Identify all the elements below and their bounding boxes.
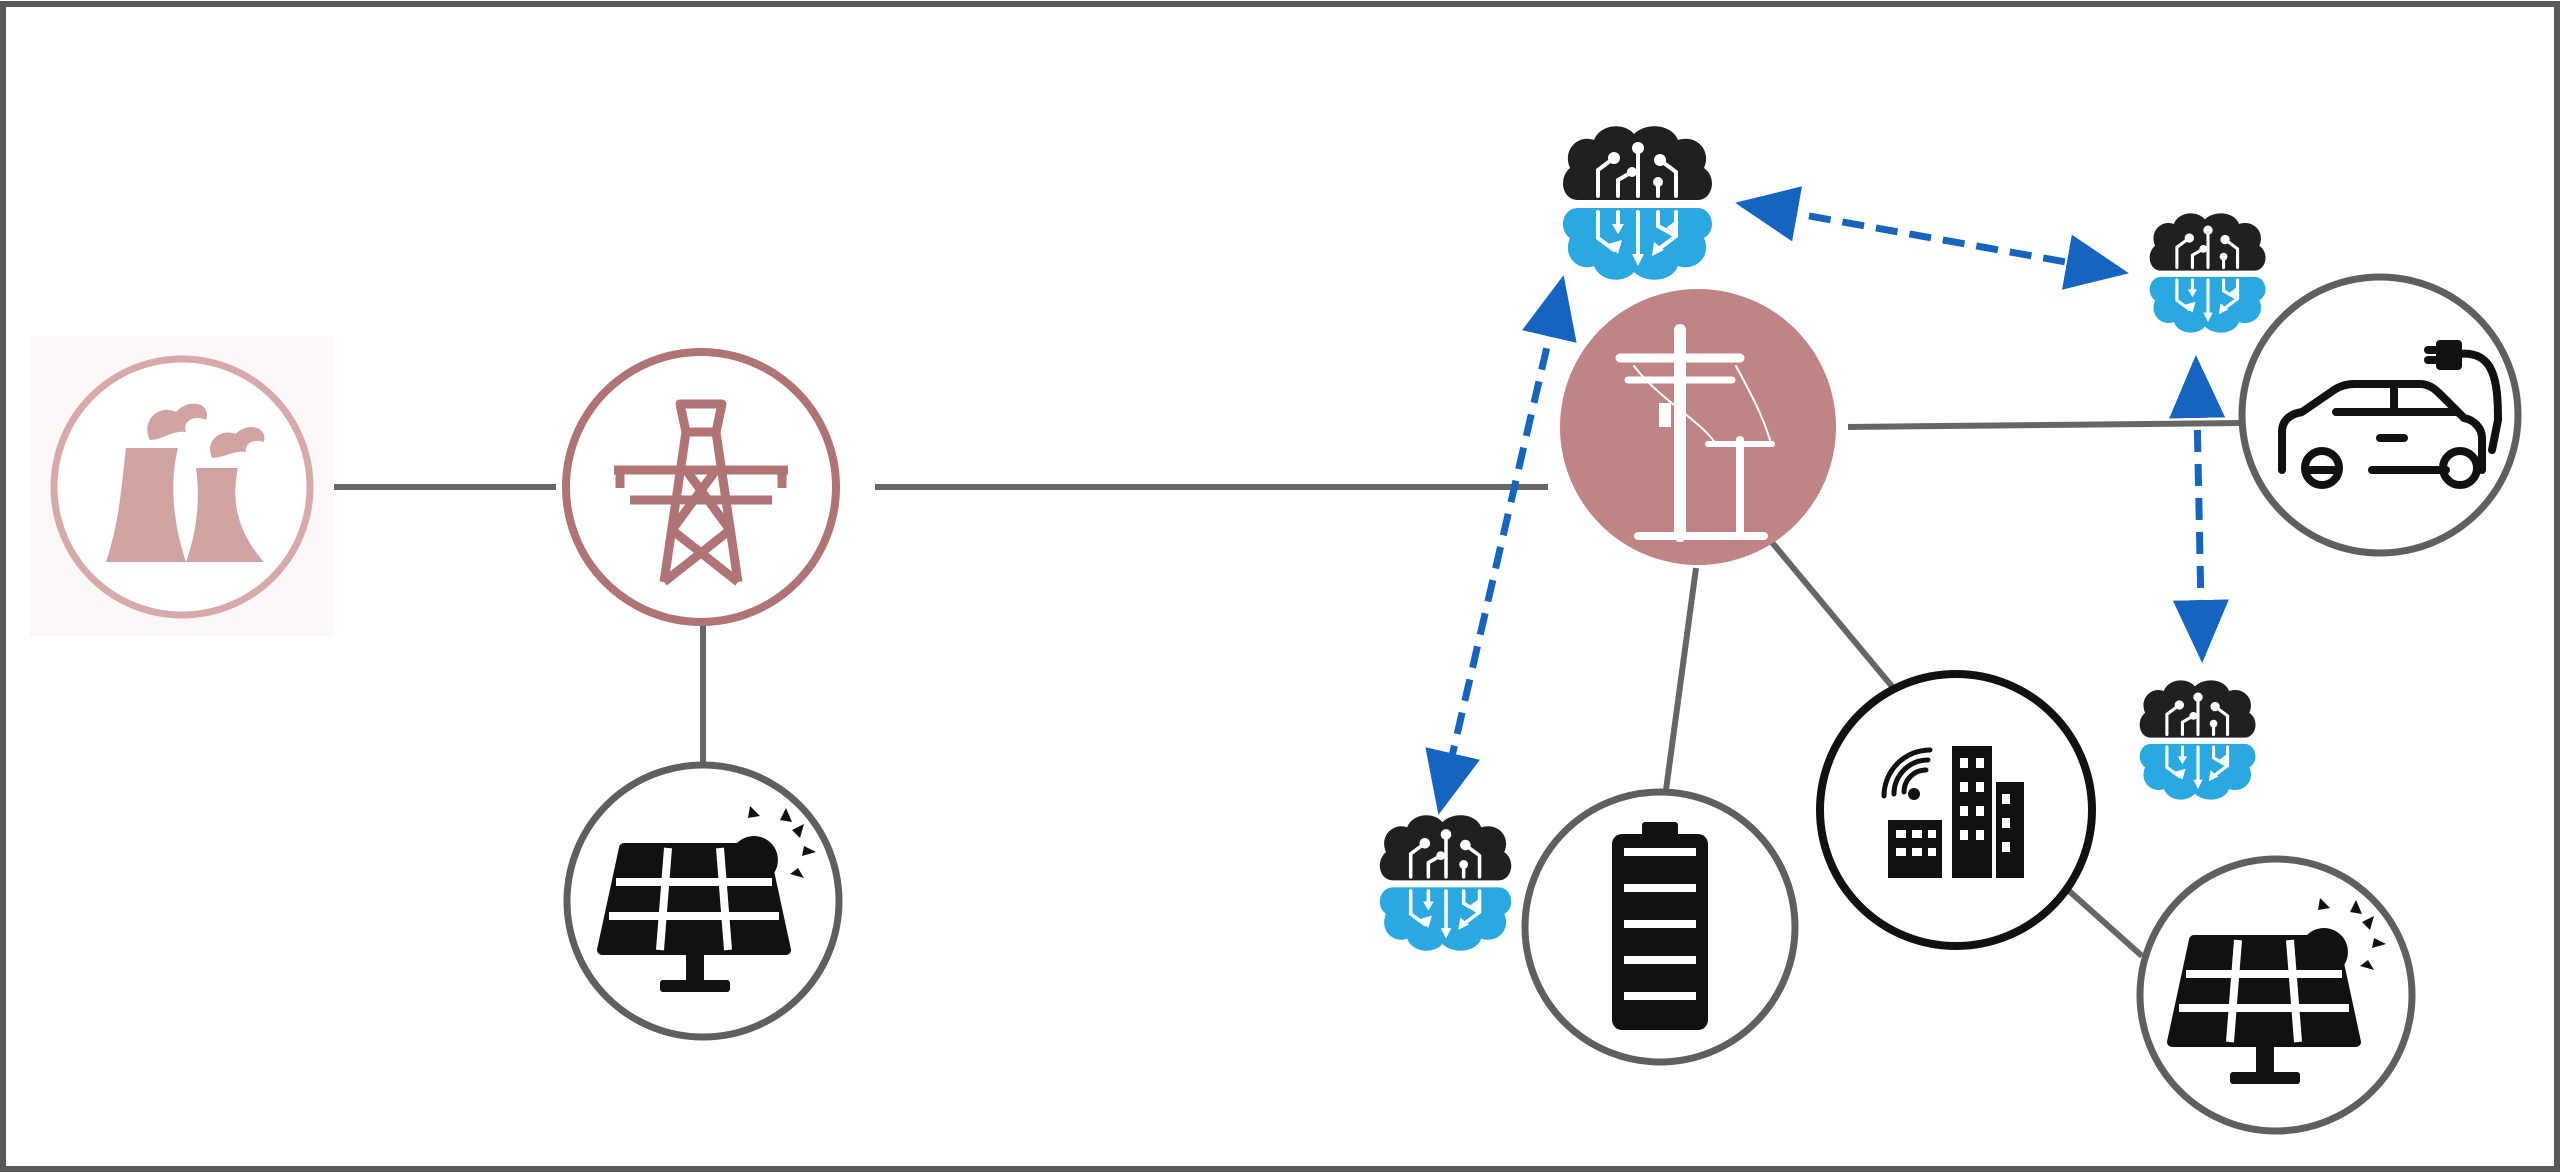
agent-link-distribution-ev [1735,186,2129,290]
smart-building-icon [1881,746,2024,878]
link-building-solar [2066,887,2144,959]
ai-brain-icon [2137,678,2258,802]
solar-plant-node [563,761,843,1041]
ai-brain-icon [1378,813,1514,953]
distribution-node [1560,289,1836,565]
power-plant-ring [50,355,314,619]
agent-link-ev-building [2169,355,2229,663]
utility-pole-icon [1615,324,1775,542]
ai-brain-icon [1561,124,1714,282]
link-distribution-ev [1847,420,2243,430]
agent-links [1425,186,2229,815]
ai-brain-icon [2147,211,2268,335]
battery-node [1521,788,1799,1066]
distribution-circle [1560,289,1836,565]
electric-car-icon [2278,340,2502,489]
link-distribution-battery [1663,567,1699,791]
transmission-tower-icon [614,399,788,586]
building-node [1816,670,2096,950]
power-plant-node [30,336,334,636]
battery-icon [1612,822,1708,1030]
transmission-node [562,348,840,626]
cooling-tower-icon [106,403,265,562]
link-distribution-building [1767,538,1898,692]
agent-link-distribution-battery [1425,275,1577,815]
ev-node [2238,273,2522,557]
rooftop-solar-node [2136,855,2416,1135]
